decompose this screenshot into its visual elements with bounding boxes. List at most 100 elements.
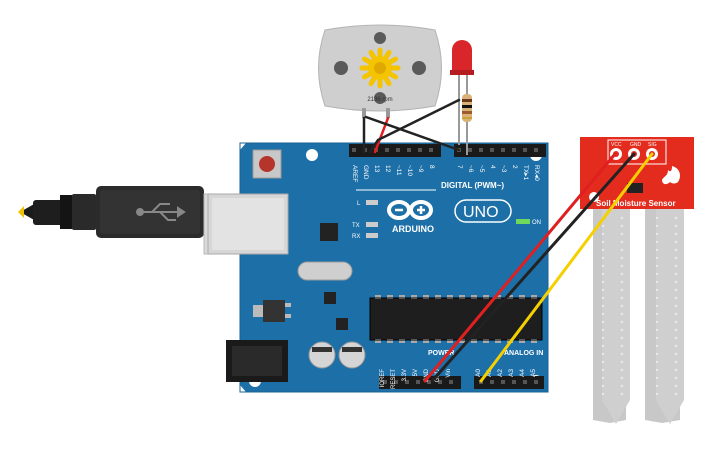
motor-hole [374, 92, 386, 104]
wires [362, 98, 654, 383]
led-l [366, 200, 378, 205]
header-pin-6[interactable] [468, 148, 472, 152]
power-led [516, 219, 530, 224]
power-pin-label: 3.3V [402, 369, 408, 381]
motor-fan-icon [359, 47, 401, 89]
power-header[interactable] [379, 376, 461, 389]
header-pin-4[interactable] [490, 148, 494, 152]
uno-label: UNO [463, 204, 499, 221]
analog-pin-label: A4 [519, 369, 526, 377]
mounting-hole [306, 149, 318, 161]
analog-pin[interactable] [501, 380, 505, 384]
digital-header[interactable] [349, 144, 546, 157]
power-pin[interactable] [383, 380, 387, 384]
power-pin-label: 5V [413, 369, 419, 376]
sensor-pin-sig-label: SIG [648, 142, 657, 148]
small-chip [324, 292, 336, 304]
digital-pin-label: 2 [511, 165, 518, 169]
digital-pin-label: 13 [373, 165, 380, 173]
power-pin[interactable] [427, 380, 431, 384]
sensor-pin-vcc-label: VCC [611, 142, 622, 148]
reset-button[interactable] [252, 149, 282, 179]
motor-hole [412, 61, 426, 75]
on-label: ON [532, 220, 541, 226]
analog-pin[interactable] [523, 380, 527, 384]
atmega-chip [369, 295, 543, 343]
sensor-title: Soil Moisture Sensor [596, 199, 676, 208]
analog-pin-label: A1 [486, 369, 493, 377]
power-pin[interactable] [405, 380, 409, 384]
digital-pin-label: ~11 [395, 165, 402, 176]
usb-icon [136, 203, 186, 221]
power-pin-label: Vin [446, 369, 452, 378]
wire-signal-yellow [479, 152, 654, 383]
header-pin-2[interactable] [512, 148, 516, 152]
power-pin[interactable] [438, 380, 442, 384]
power-pin-label: GND [424, 368, 430, 382]
sparkfun-flame-icon [662, 166, 680, 185]
usb-chip [320, 223, 338, 241]
wire-led-to-gnd [368, 98, 461, 154]
header-pin-9[interactable] [418, 148, 422, 152]
header-pin-5[interactable] [479, 148, 483, 152]
arduino-brand: ARDUINO [392, 224, 434, 234]
header-pin-10[interactable] [407, 148, 411, 152]
capacitor [308, 341, 336, 369]
digital-pin-label: 12 [384, 165, 391, 173]
red-led[interactable] [450, 40, 474, 145]
power-pin[interactable] [449, 380, 453, 384]
small-chip [336, 318, 348, 330]
power-pin[interactable] [416, 380, 420, 384]
wire-motor-gnd [364, 115, 461, 152]
crystal-oscillator [297, 261, 353, 281]
digital-pin-label: AREF [351, 165, 358, 182]
analog-pin-label: A5 [530, 369, 537, 377]
analog-pin[interactable] [490, 380, 494, 384]
header-pin-aref[interactable] [352, 148, 356, 152]
analog-pin[interactable] [534, 380, 538, 384]
header-pin-12[interactable] [385, 148, 389, 152]
header-pin-8[interactable] [429, 148, 433, 152]
voltage-regulator [253, 300, 291, 322]
digital-pin-label: RX◂0 [533, 165, 540, 181]
digital-pin-label: ~3 [500, 165, 507, 173]
header-pin-11[interactable] [396, 148, 400, 152]
power-pin-label: RESET [391, 369, 397, 389]
led-rx-label: RX [352, 234, 360, 240]
header-pin-rx0[interactable] [534, 148, 538, 152]
wire-5v-red [423, 152, 617, 383]
power-jack[interactable] [226, 340, 288, 382]
analog-pin-label: A0 [475, 369, 482, 377]
digital-pin-label: ~10 [406, 165, 413, 176]
led-l-label: L [357, 201, 361, 207]
motor-hole [334, 61, 348, 75]
motor-speed-label: 2136 rpm [367, 97, 392, 103]
digital-pin-label: ~6 [467, 165, 474, 173]
sensor-transistor [627, 183, 643, 193]
sensor-pin-gnd-label: GND [630, 142, 642, 148]
analog-header[interactable] [474, 376, 544, 389]
led-rx [366, 233, 378, 238]
digital-pin-label: 8 [428, 165, 435, 169]
analog-pin-label: A2 [497, 369, 504, 377]
digital-pin-label: 4 [489, 165, 496, 169]
power-pin-label: IOREF [380, 369, 386, 388]
analog-pin-label: A3 [508, 369, 515, 377]
led-tx-label: TX [352, 223, 360, 229]
analog-label: ANALOG IN [504, 350, 543, 357]
digital-pin-label: 7 [456, 165, 463, 169]
header-pin-tx1[interactable] [523, 148, 527, 152]
analog-pin[interactable] [512, 380, 516, 384]
soil-moisture-sensor[interactable]: VCC GND SIG Soil Moisture Sensor [580, 137, 694, 424]
dc-motor[interactable]: 2136 rpm [318, 24, 442, 118]
power-label: POWER [428, 350, 454, 357]
digital-label: DIGITAL (PWM~) [441, 181, 504, 190]
arduino-board[interactable]: L TX RX ARDUINO UNO ON [207, 142, 549, 393]
usb-plug-icon [18, 206, 24, 218]
motor-hole [374, 32, 386, 44]
power-pin[interactable] [394, 380, 398, 384]
header-pin-3[interactable] [501, 148, 505, 152]
resistor[interactable] [462, 94, 472, 155]
led-tx [366, 222, 378, 227]
